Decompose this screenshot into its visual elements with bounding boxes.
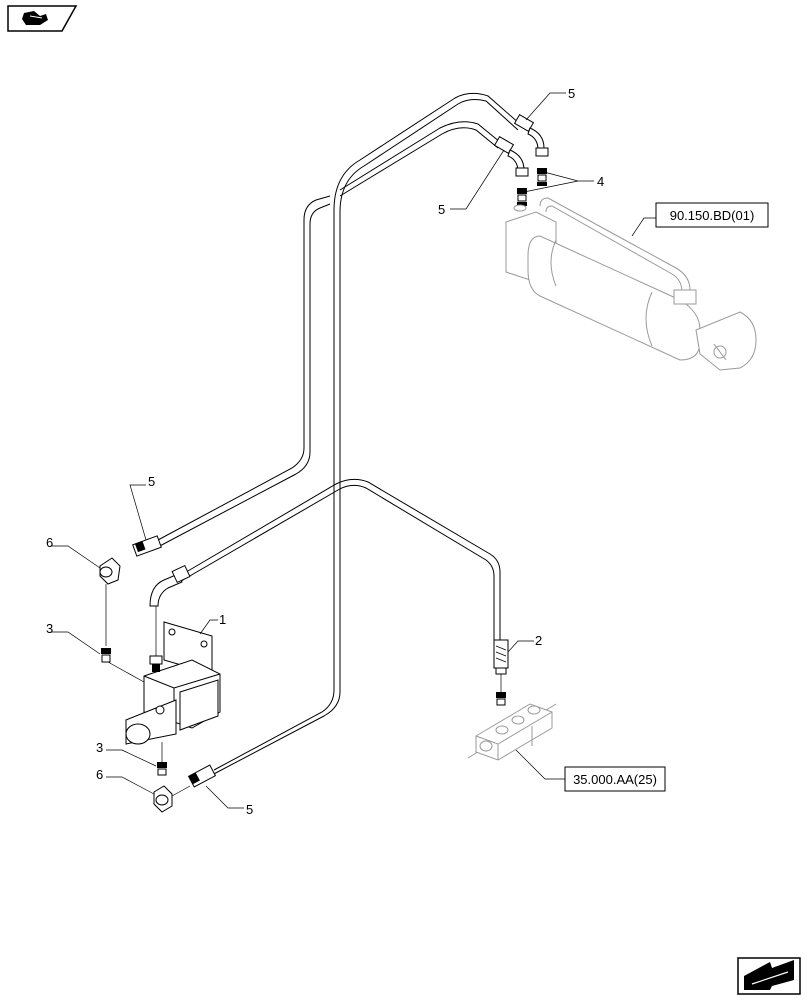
ref-cylinder-label: 90.150.BD(01) <box>670 208 755 223</box>
hose-end-fitting-bottom-5 <box>187 764 217 788</box>
ref-valve-link[interactable]: 35.000.AA(25) <box>564 766 666 792</box>
elbow-fitting-hose-left <box>149 564 191 607</box>
callout-leaders <box>52 92 656 809</box>
callout-6-lower: 6 <box>96 767 103 782</box>
adapter-fitting-3-upper <box>101 648 145 683</box>
book-open-arrow-icon[interactable] <box>7 5 78 32</box>
callout-5-mid: 5 <box>148 474 155 489</box>
callout-3-lower: 3 <box>96 740 103 755</box>
callout-4: 4 <box>597 174 604 189</box>
next-page-arrow-icon[interactable] <box>737 957 801 995</box>
adapter-fitting-3-lower <box>157 742 167 776</box>
callout-3-upper: 3 <box>46 621 53 636</box>
valve-block <box>467 703 557 761</box>
elbow-fitting-6-upper <box>99 557 121 646</box>
elbow-fitting-6-lower <box>153 785 191 813</box>
elbow-fitting-top-left <box>493 135 529 177</box>
adapter-fitting-2 <box>493 639 509 706</box>
hydraulic-hoses <box>155 92 521 777</box>
callout-5-bottom: 5 <box>246 802 253 817</box>
hydraulic-cylinder <box>505 197 757 371</box>
hose-end-fitting-mid-5 <box>132 535 162 557</box>
ref-valve-label: 35.000.AA(25) <box>573 772 657 787</box>
adapter-fitting-4b <box>517 188 527 206</box>
callout-6-upper: 6 <box>46 535 53 550</box>
mounting-bracket-1 <box>125 606 221 745</box>
ref-cylinder-link[interactable]: 90.150.BD(01) <box>655 202 769 228</box>
adapter-fitting-4a <box>537 168 547 186</box>
callout-5-left-top: 5 <box>438 202 445 217</box>
callout-1: 1 <box>219 612 226 627</box>
callout-5-top: 5 <box>568 86 575 101</box>
callout-2: 2 <box>535 633 542 648</box>
elbow-fitting-top-right <box>513 113 549 157</box>
